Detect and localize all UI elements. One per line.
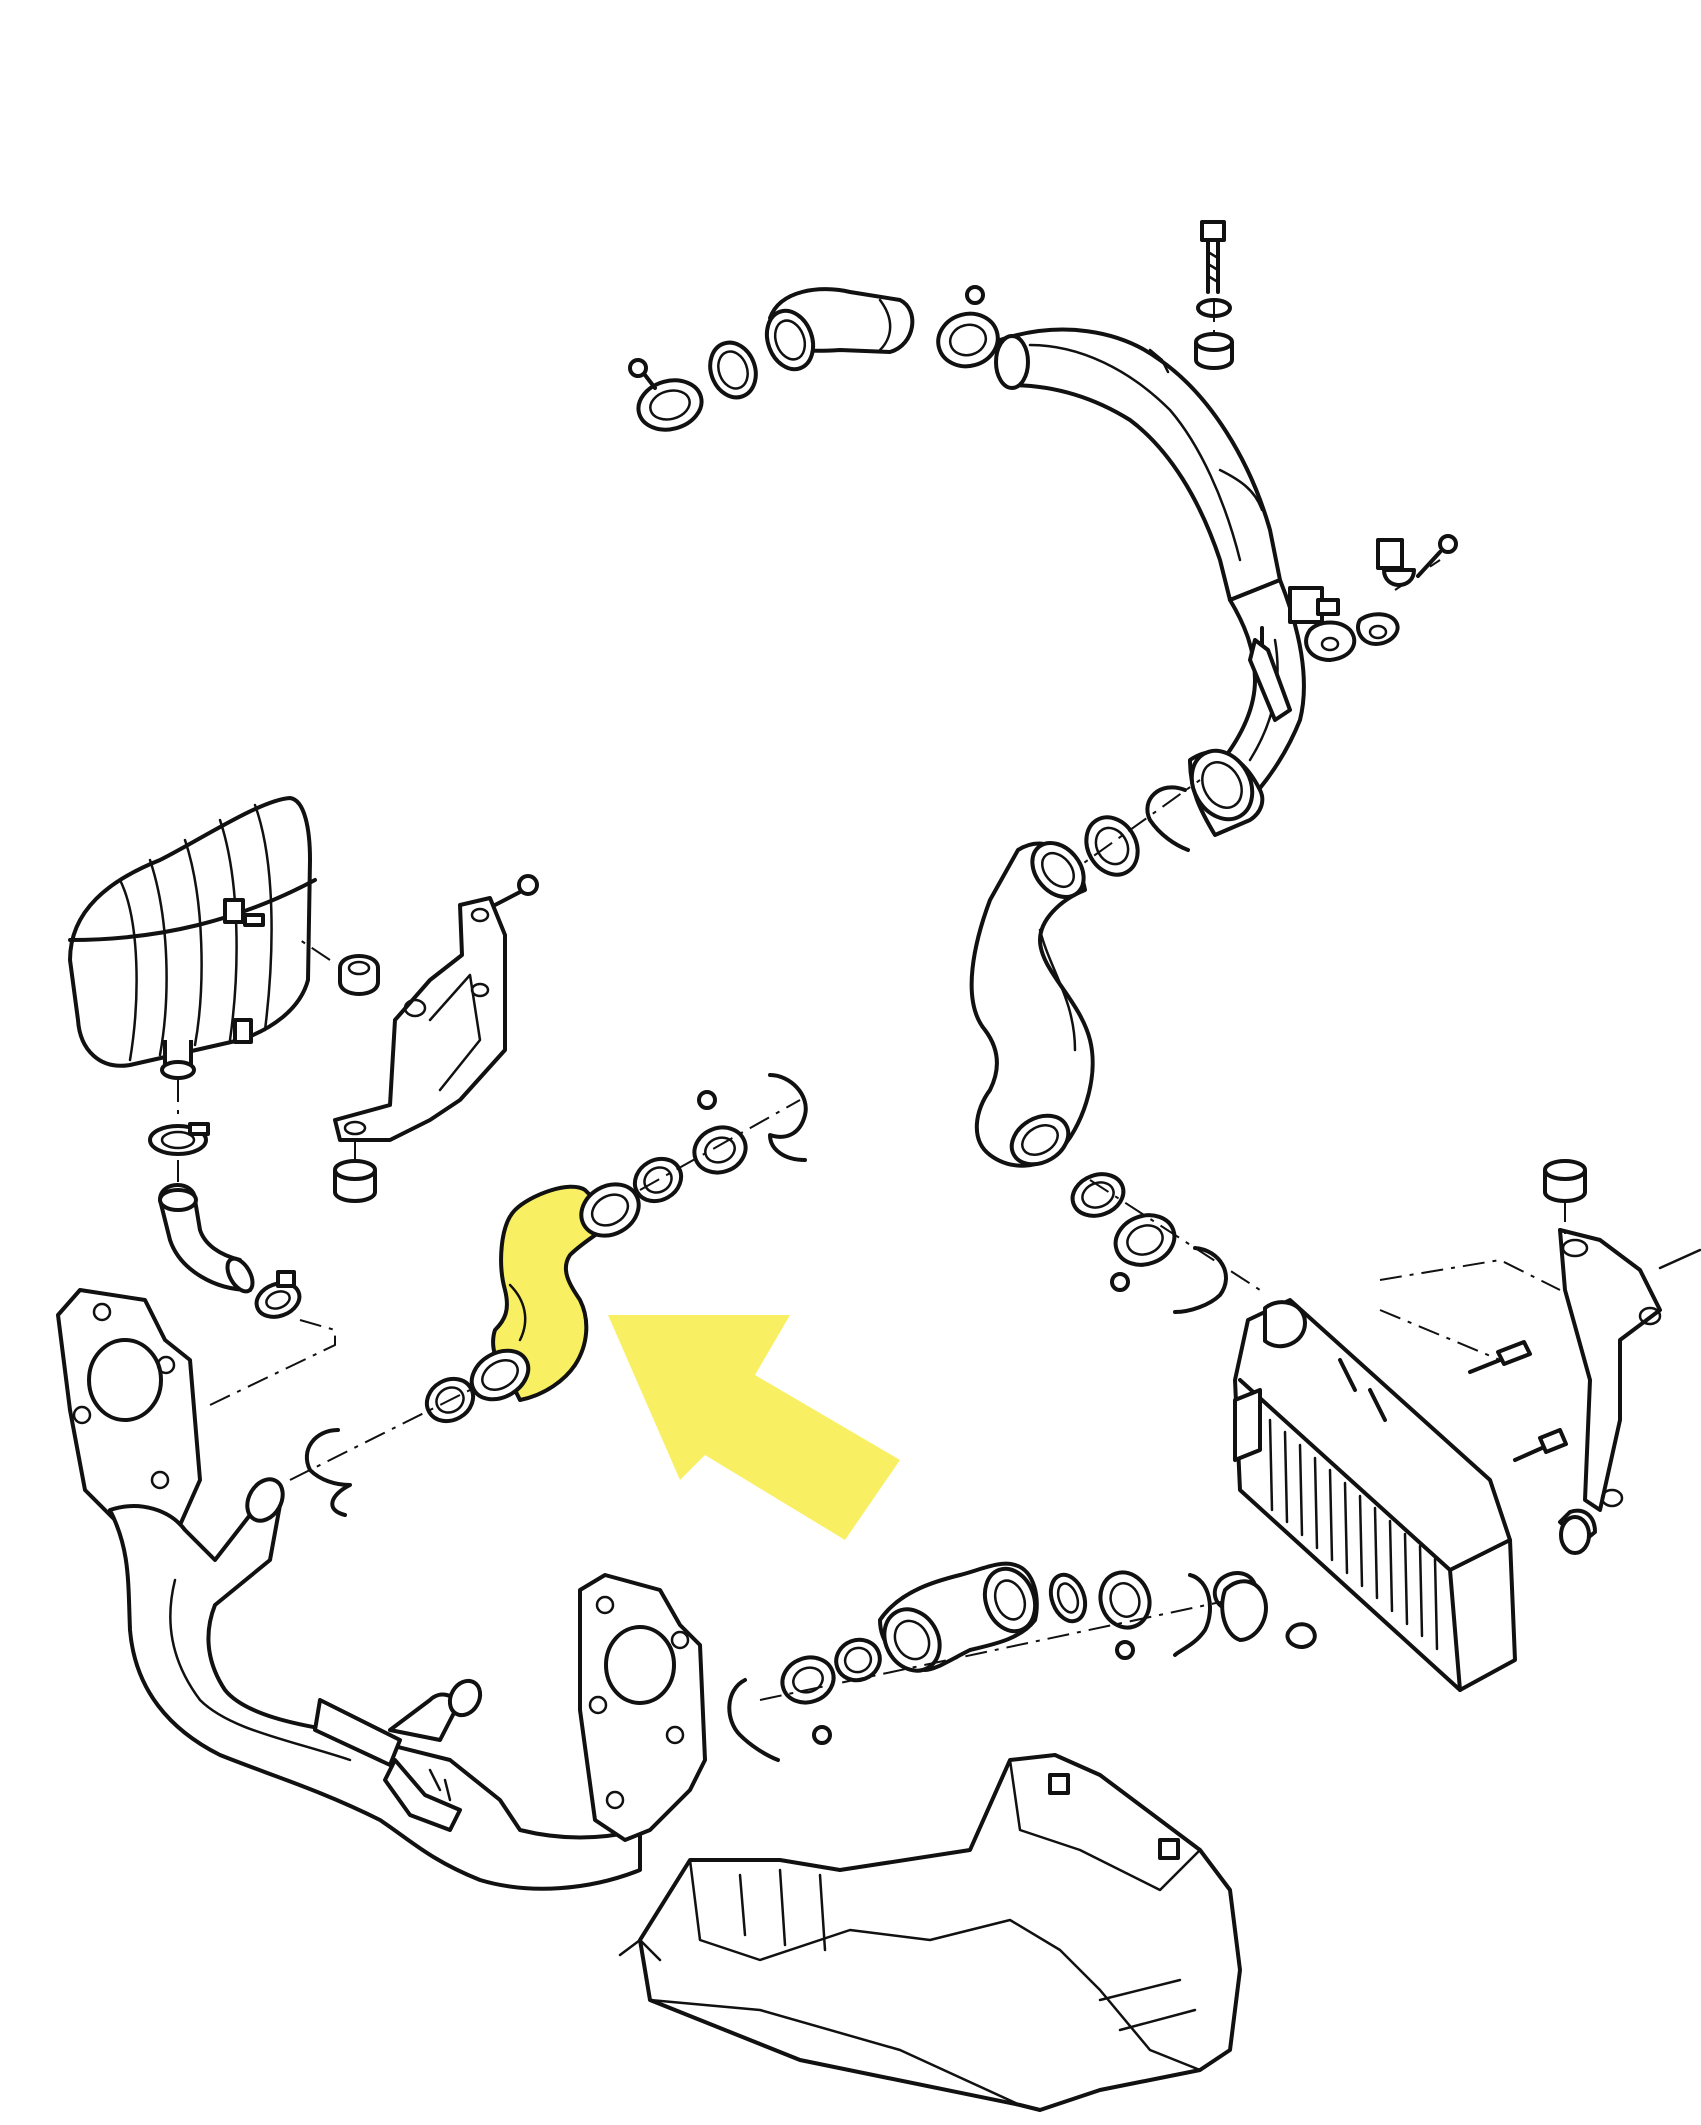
hose-clamp-right [1110, 1213, 1177, 1292]
left-charge-pipe [108, 1477, 642, 1891]
dash-line-rivet [1379, 1309, 1501, 1361]
bottom-hose-clamp-left [780, 1655, 836, 1745]
dash-line-right-lower [1089, 1179, 1261, 1291]
upper-elbow-hose [764, 287, 915, 372]
grommet-top-right [1194, 332, 1234, 370]
dash-line-right-upper [1059, 779, 1201, 881]
rivet-right [1468, 1340, 1532, 1374]
circlip-right-upper [1145, 785, 1190, 852]
intercooler-inlet-stub [1220, 1579, 1268, 1642]
o-ring-right-lower [1070, 1172, 1126, 1218]
indicator-arrow [608, 1315, 900, 1540]
bracket-with-hole [1304, 620, 1357, 662]
bottom-circlip [727, 1678, 780, 1762]
air-guide-duct [618, 1753, 1242, 2112]
o-ring-right [1084, 815, 1140, 877]
upper-charge-pipe [994, 327, 1282, 602]
o-ring-bottom-left [834, 1637, 882, 1683]
hose-clamp-tank-lower [254, 1270, 302, 1319]
grommet-right-top [1543, 1159, 1587, 1203]
pressure-sensor [1356, 538, 1416, 646]
center-flange [578, 1573, 707, 1842]
hose-clamp-center-top [692, 1090, 748, 1175]
hose-clamp-highlight-top [579, 1182, 641, 1238]
bolt-tank-bracket [493, 874, 539, 907]
right-s-hose [969, 841, 1095, 1168]
intercooler-fins [1268, 1418, 1439, 1651]
dash-line-bracket [1379, 1258, 1561, 1291]
dash-line-center-top [639, 1099, 801, 1191]
hose-clamp-upper-left [628, 358, 704, 432]
pipe-end-right [1188, 748, 1265, 837]
circlip-center-bottom [304, 1428, 352, 1517]
dash-line-center-bottom [289, 1389, 471, 1481]
grommet-tank-bracket [338, 954, 380, 996]
sensor-bracket [1288, 586, 1340, 624]
dash-line-tank-grommet [299, 939, 331, 961]
tank-mount-bracket [333, 896, 507, 1142]
o-ring-bottom-right [1048, 1572, 1088, 1624]
support-bracket-upper [1248, 626, 1292, 722]
intercooler [1212, 1298, 1517, 1692]
bolt-top-right [1200, 220, 1226, 294]
bottom-circlip-right [1173, 1573, 1212, 1657]
hose-clamp-highlight-bottom [469, 1348, 531, 1402]
reservoir-tank [68, 796, 317, 1080]
dash-line-bottom [759, 1599, 1231, 1701]
dash-line-tank-lower [209, 1319, 336, 1406]
hose-clamp-tank [148, 1122, 210, 1156]
grommet-right-bottom [1558, 1508, 1597, 1555]
dash-line-sensor [1394, 559, 1441, 591]
circlip-right-lower [1173, 1246, 1228, 1314]
bottom-connector-hose [878, 1561, 1039, 1673]
sensor-screw [1416, 534, 1458, 578]
small-tank-hose [158, 1183, 255, 1294]
circlip-center-top [768, 1073, 808, 1162]
left-flange [56, 1288, 202, 1527]
right-mount-bracket [1558, 1228, 1701, 1512]
screw-right-mid [1513, 1428, 1568, 1462]
grommet-bracket-bottom [333, 1159, 377, 1203]
o-ring-upper [708, 340, 758, 400]
hose-clamp-upper-mid [936, 285, 1000, 369]
bottom-hose-clamp-right [1098, 1570, 1152, 1660]
